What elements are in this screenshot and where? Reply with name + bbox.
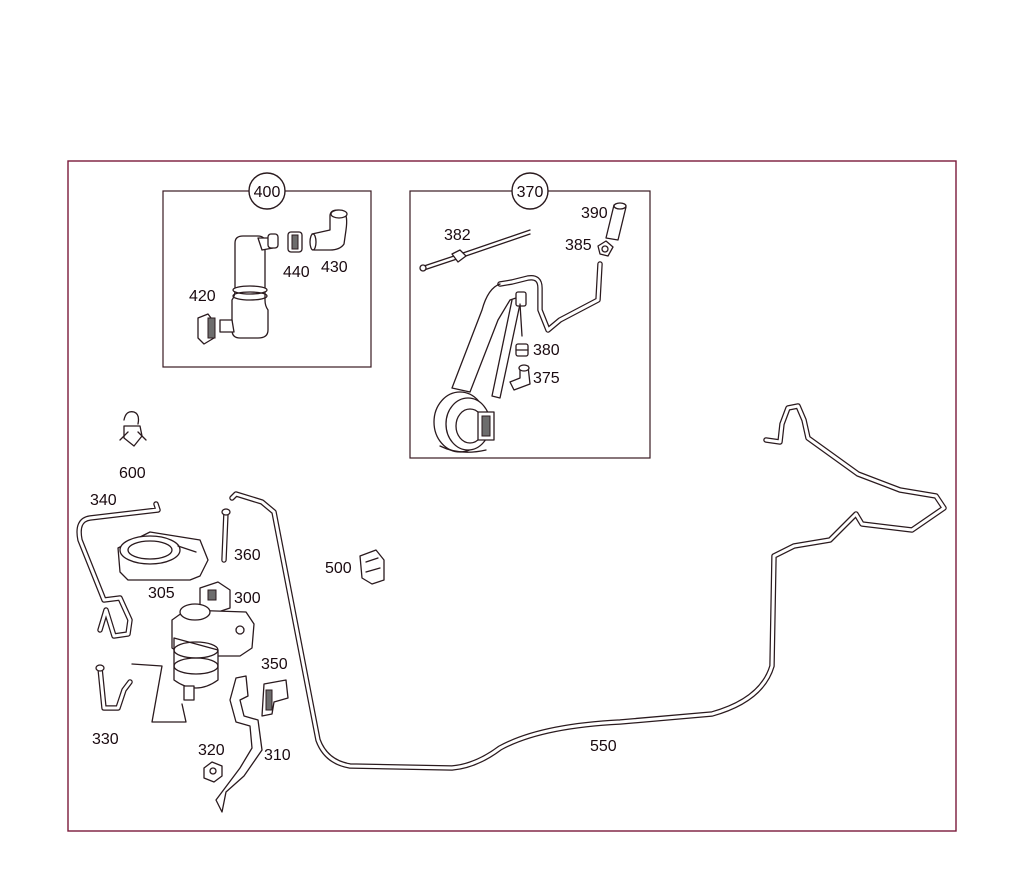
part-385-clamp	[597, 240, 614, 257]
label-360: 360	[234, 547, 261, 564]
part-370-assembly	[433, 261, 603, 453]
part-382-cable-tie	[419, 229, 531, 272]
label-305: 305	[148, 585, 175, 602]
part-360-hose	[221, 508, 231, 563]
label-320: 320	[198, 742, 225, 759]
part-550-vacuum-line	[229, 403, 947, 771]
part-330-hose	[95, 663, 187, 723]
part-350-clip	[261, 679, 289, 717]
label-380: 380	[533, 342, 560, 359]
label-310: 310	[264, 747, 291, 764]
diagram-frame	[67, 160, 957, 832]
callout-370-label: 370	[517, 184, 544, 201]
callout-400-label: 400	[254, 184, 281, 201]
part-305-bracket	[117, 531, 209, 581]
label-550: 550	[590, 738, 617, 755]
part-390-hose	[605, 202, 627, 241]
label-330: 330	[92, 731, 119, 748]
label-382: 382	[444, 227, 471, 244]
part-420-breather	[197, 233, 279, 345]
part-320-nut	[203, 761, 223, 783]
part-340-line	[76, 501, 161, 639]
label-430: 430	[321, 259, 348, 276]
part-440-clamp	[287, 231, 303, 253]
label-420: 420	[189, 288, 216, 305]
label-340: 340	[90, 492, 117, 509]
callout-370	[511, 172, 549, 210]
part-300-pressure-converter	[171, 581, 255, 701]
label-390: 390	[581, 205, 608, 222]
part-600-clip	[119, 411, 147, 447]
label-440: 440	[283, 264, 310, 281]
label-375: 375	[533, 370, 560, 387]
part-380-grommet	[515, 343, 529, 357]
label-300: 300	[234, 590, 261, 607]
label-350: 350	[261, 656, 288, 673]
part-310-bracket	[215, 675, 263, 813]
part-500-clamp	[359, 549, 385, 585]
label-385: 385	[565, 237, 592, 254]
callout-400	[248, 172, 286, 210]
label-600: 600	[119, 465, 146, 482]
part-430-elbow-hose	[309, 209, 348, 251]
part-375-elbow	[509, 364, 531, 391]
label-500: 500	[325, 560, 352, 577]
